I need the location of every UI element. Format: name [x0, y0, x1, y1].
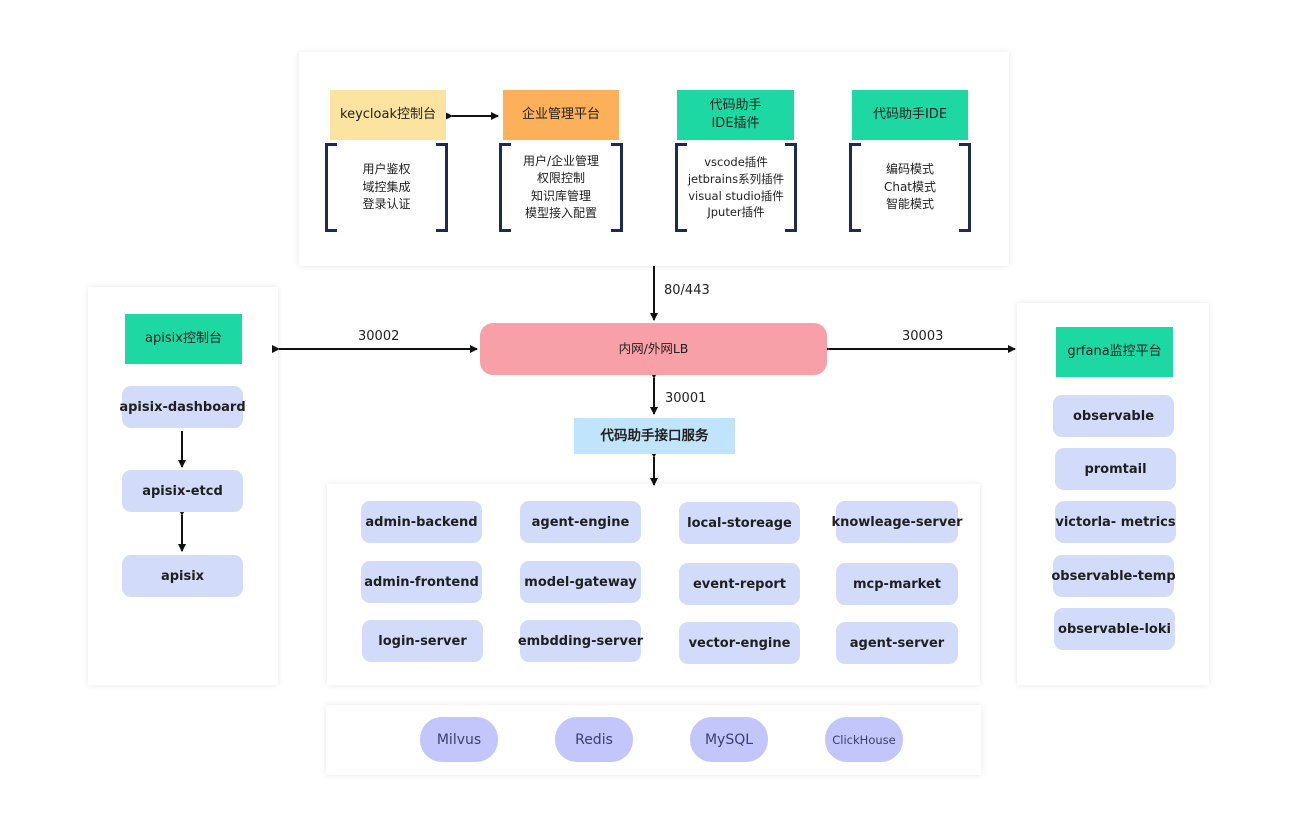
- enterprise-feature-list: 用户/企业管理 权限控制 知识库管理 模型接入配置: [511, 143, 611, 232]
- service-node: model-gateway: [520, 561, 641, 603]
- keycloak-bracket-right: [436, 143, 448, 232]
- enterprise-feature: 用户/企业管理: [522, 153, 600, 168]
- promtail-node: promtail: [1055, 448, 1176, 490]
- milvus-node: Milvus: [420, 717, 498, 762]
- service-node: admin-backend: [361, 501, 482, 543]
- enterprise-bracket-right: [611, 143, 623, 232]
- edge-label-30002: 30002: [358, 329, 400, 344]
- mysql-node: MySQL: [690, 717, 768, 762]
- keycloak-feature: 登录认证: [362, 197, 411, 212]
- observable-temp-node: observable-temp: [1051, 555, 1176, 597]
- service-node: agent-engine: [520, 501, 641, 543]
- victoria-metrics-node: victorla- metrics: [1055, 501, 1176, 543]
- ide-plugin-title-line2: IDE插件: [711, 116, 760, 131]
- enterprise-feature: 模型接入配置: [524, 205, 597, 220]
- service-node: mcp-market: [836, 563, 958, 605]
- keycloak-feature: 用户鉴权: [362, 162, 411, 177]
- redis-node: Redis: [555, 717, 633, 762]
- observable-loki-node: observable-loki: [1054, 608, 1175, 650]
- apisix-node: apisix: [122, 555, 243, 597]
- ide-plugin-feature: jetbrains系列插件: [687, 171, 785, 186]
- keycloak-bracket-left: [325, 143, 337, 232]
- edge-label-80-443: 80/443: [664, 283, 710, 298]
- clickhouse-node: ClickHouse: [825, 717, 903, 762]
- ide-feature: Chat模式: [883, 179, 937, 194]
- service-node: agent-server: [836, 622, 958, 664]
- ide-plugin-title-line1: 代码助手: [709, 98, 762, 114]
- service-node: vector-engine: [679, 622, 800, 664]
- keycloak-feature-list: 用户鉴权 域控集成 登录认证: [337, 143, 436, 232]
- grafana-platform-box: grfana监控平台: [1056, 327, 1173, 377]
- service-node: embdding-server: [518, 620, 643, 662]
- enterprise-bracket-left: [499, 143, 511, 232]
- code-assistant-ide-box: 代码助手IDE: [852, 90, 968, 140]
- service-node: login-server: [362, 620, 483, 662]
- ide-feature: 智能模式: [885, 197, 934, 212]
- enterprise-feature: 知识库管理: [530, 188, 591, 203]
- edge-label-30001: 30001: [665, 391, 707, 406]
- enterprise-feature: 权限控制: [536, 171, 585, 186]
- service-node: admin-frontend: [361, 561, 482, 603]
- top-clients-panel: [299, 52, 1009, 266]
- apisix-console-box: apisix控制台: [125, 314, 242, 364]
- keycloak-feature: 域控集成: [362, 179, 411, 194]
- load-balancer-box: 内网/外网LB: [480, 323, 827, 375]
- observable-node: observable: [1053, 395, 1174, 437]
- ide-plugin-feature: vscode插件: [704, 155, 768, 170]
- apisix-etcd-node: apisix-etcd: [122, 470, 243, 512]
- keycloak-console-box: keycloak控制台: [330, 90, 446, 140]
- enterprise-platform-box: 企业管理平台: [503, 90, 619, 140]
- apisix-dashboard-node: apisix-dashboard: [119, 386, 246, 428]
- ide-plugin-bracket-right: [785, 143, 797, 232]
- ide-plugin-box: 代码助手 IDE插件: [677, 90, 794, 140]
- ide-plugin-feature: visual studio插件: [688, 188, 784, 203]
- ide-plugin-bracket-left: [675, 143, 687, 232]
- ide-plugin-feature: Jputer插件: [707, 205, 765, 220]
- ide-plugin-feature-list: vscode插件 jetbrains系列插件 visual studio插件 J…: [684, 143, 788, 232]
- api-service-box: 代码助手接口服务: [574, 418, 735, 454]
- ide-feature-list: 编码模式 Chat模式 智能模式: [861, 143, 959, 232]
- service-node: knowleage-server: [831, 501, 963, 543]
- service-node: event-report: [679, 563, 800, 605]
- ide-feature: 编码模式: [885, 162, 934, 177]
- ide-bracket-right: [959, 143, 971, 232]
- ide-bracket-left: [849, 143, 861, 232]
- edge-label-30003: 30003: [902, 329, 944, 344]
- service-node: local-storeage: [679, 502, 800, 544]
